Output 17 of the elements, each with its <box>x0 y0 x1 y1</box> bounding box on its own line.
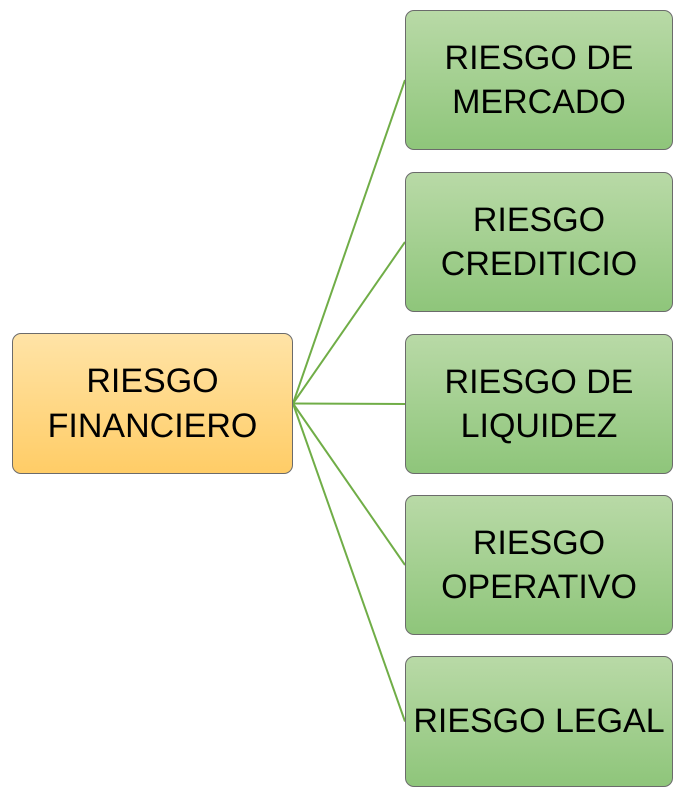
category-box <box>405 10 673 150</box>
category-box <box>405 334 673 474</box>
category-box <box>405 656 673 787</box>
connector-line <box>293 402 405 405</box>
category-box <box>405 495 673 635</box>
box-label: RIESGO LEGAL <box>412 701 666 742</box>
category-box <box>405 172 673 312</box>
connector-line <box>292 402 406 566</box>
box-label: RIESGO DE MERCADO <box>444 38 634 123</box>
box-label: RIESGO FINANCIERO <box>46 361 258 446</box>
connector-line <box>292 241 406 404</box>
box-label: RIESGO DE LIQUIDEZ <box>444 362 634 447</box>
box-label: RIESGO CREDITICIO <box>440 200 638 285</box>
connector-line <box>292 403 406 722</box>
connector-line <box>292 80 406 404</box>
box-label: RIESGO OPERATIVO <box>440 522 638 608</box>
root-concept-box <box>12 333 293 474</box>
